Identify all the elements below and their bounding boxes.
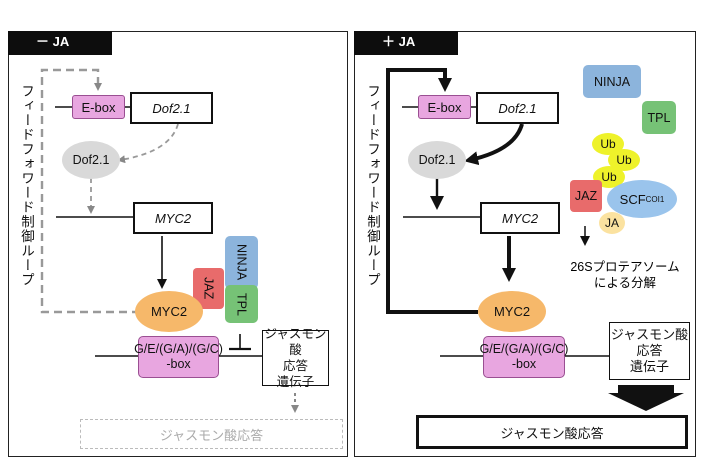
left-myc2-gene: MYC2 xyxy=(133,202,213,234)
right-myc2-protein: MYC2 xyxy=(478,291,546,332)
right-promoter-line1: G/E/(G/A)/(G/C) xyxy=(479,342,569,356)
left-ninja-label: NINJA xyxy=(234,244,249,281)
right-ninja: NINJA xyxy=(583,65,641,98)
left-tpl-label: TPL xyxy=(234,292,249,316)
right-degradation-line2: による分解 xyxy=(593,276,657,290)
right-jr-genes-line3: 遺伝子 xyxy=(629,359,669,374)
right-jr-genes-box: ジャスモン酸 応答 遺伝子 xyxy=(609,322,690,380)
left-dof-protein: Dof2.1 xyxy=(62,141,120,179)
right-myc2-gene: MYC2 xyxy=(480,202,560,234)
right-promoter-box: G/E/(G/A)/(G/C) -box xyxy=(480,336,568,378)
left-jr-genes-box: ジャスモン酸 応答 遺伝子 xyxy=(262,327,329,389)
left-ninja: NINJA xyxy=(225,236,258,289)
right-promoter-line2: -box xyxy=(511,357,537,371)
right-loop-arrow xyxy=(386,68,478,314)
left-response-box: ジャスモン酸応答 xyxy=(80,419,343,449)
right-response-block-arrow xyxy=(608,385,684,411)
left-promoter-box: G/E/(G/A)/(G/C) -box xyxy=(134,336,223,378)
right-jr-genes-line2: 応答 xyxy=(636,343,663,358)
right-dof-gene: Dof2.1 xyxy=(476,92,559,124)
right-scf-superscript: COI1 xyxy=(645,194,665,204)
right-ebox: E-box xyxy=(418,95,471,119)
left-panel-title: － JA xyxy=(8,31,112,55)
right-ja: JA xyxy=(599,212,625,234)
right-ub-2: Ub xyxy=(608,149,640,171)
right-tpl: TPL xyxy=(642,101,676,134)
left-dof-gene: Dof2.1 xyxy=(130,92,213,124)
right-jr-genes-line1: ジャスモン酸 xyxy=(610,327,689,342)
left-jr-genes-line2: 応答 xyxy=(282,359,308,373)
left-jr-genes-line3: 遺伝子 xyxy=(276,375,315,389)
right-scf-label: SCF xyxy=(619,191,646,207)
right-degradation-line1: 26Sプロテアソーム xyxy=(570,260,680,274)
right-dof-protein: Dof2.1 xyxy=(408,141,466,179)
right-degradation-label: 26Sプロテアソーム による分解 xyxy=(560,259,690,291)
left-tpl: TPL xyxy=(225,285,258,323)
left-loop-arrow xyxy=(40,68,140,314)
left-dof-translation-arrow xyxy=(117,123,179,164)
left-loop-label: フィードフォワード制御ループ xyxy=(19,84,34,287)
left-jr-genes-line1: ジャスモン酸 xyxy=(264,327,327,357)
left-promoter-line1: G/E/(G/A)/(G/C) xyxy=(134,342,223,356)
left-panel-frame xyxy=(8,31,348,457)
right-response-box: ジャスモン酸応答 xyxy=(416,415,688,449)
right-jaz: JAZ xyxy=(570,180,602,212)
left-myc2-protein: MYC2 xyxy=(135,291,203,332)
left-jaz-label: JAZ xyxy=(201,277,216,300)
right-panel-frame xyxy=(354,31,696,457)
right-dof-translation-arrow xyxy=(464,123,524,166)
right-panel-title: ＋ JA xyxy=(354,31,458,55)
left-ebox: E-box xyxy=(72,95,125,119)
right-loop-label: フィードフォワード制御ループ xyxy=(365,84,380,287)
left-promoter-line2: -box xyxy=(166,357,191,371)
